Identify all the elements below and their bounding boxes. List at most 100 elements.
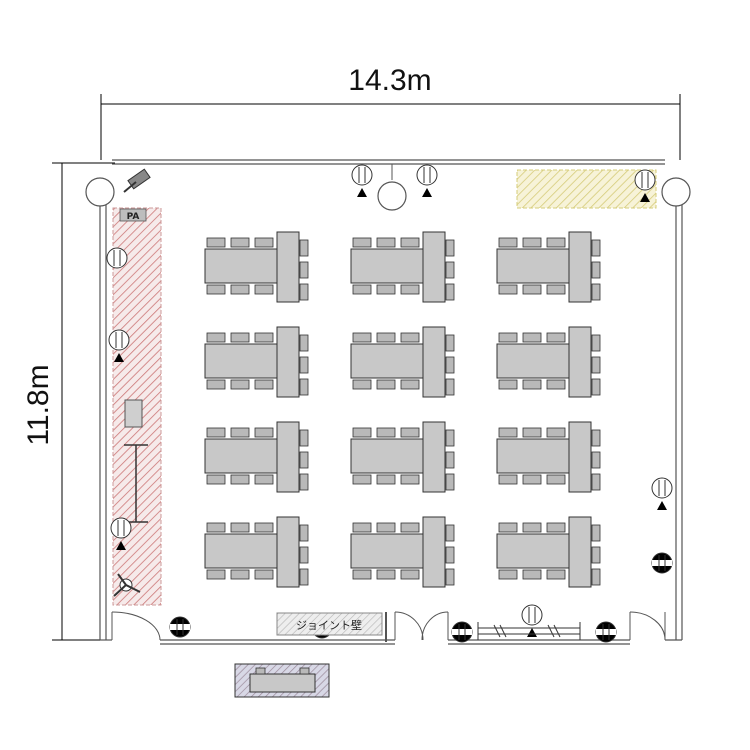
table-group: [350, 516, 455, 588]
chair: [591, 356, 601, 374]
triangle-marker-icon: [357, 188, 367, 197]
chair: [591, 283, 601, 301]
chair: [299, 378, 309, 396]
chair: [546, 569, 566, 580]
triangle-marker-icon: [116, 541, 126, 550]
table: [350, 438, 424, 474]
outlet-icon: [110, 517, 132, 550]
chair: [498, 474, 518, 485]
chair: [352, 569, 372, 580]
door-bottom-right: [629, 611, 666, 641]
triangle-marker-icon: [422, 188, 432, 197]
room-walls: [99, 159, 683, 645]
chair: [400, 474, 420, 485]
chair: [445, 378, 455, 396]
chair: [230, 569, 250, 580]
chair: [400, 427, 420, 438]
end-table: [422, 421, 446, 493]
outlet-icon: [416, 164, 438, 197]
width-label: 14.3m: [348, 64, 431, 97]
outlet-icon: [169, 616, 191, 638]
chair: [299, 568, 309, 586]
camera-icon: [123, 168, 151, 193]
end-table: [276, 516, 300, 588]
chair: [254, 474, 274, 485]
table: [496, 343, 570, 379]
table: [204, 438, 278, 474]
table-group: [350, 231, 455, 303]
width-dimension: 14.3m: [100, 64, 681, 160]
height-label: 11.8m: [22, 364, 55, 445]
chair: [206, 569, 226, 580]
outlet-icon: [351, 164, 373, 197]
table: [350, 248, 424, 284]
chair: [591, 568, 601, 586]
end-table: [568, 516, 592, 588]
outlet-icon: [108, 329, 130, 362]
outlet-markers: [106, 164, 673, 643]
chair: [445, 334, 455, 352]
chair: [206, 427, 226, 438]
column-top-center: [377, 164, 407, 211]
chair: [522, 332, 542, 343]
chair: [546, 284, 566, 295]
table: [496, 533, 570, 569]
chair: [206, 522, 226, 533]
corner-column-left: [85, 177, 115, 207]
chair: [206, 379, 226, 390]
triangle-marker-icon: [640, 193, 650, 202]
end-table: [568, 421, 592, 493]
corner-column-right: [661, 177, 691, 207]
chair: [522, 284, 542, 295]
table-group: [350, 421, 455, 493]
chair: [376, 237, 396, 248]
outlet-icon: [651, 552, 673, 574]
table: [204, 343, 278, 379]
chair: [445, 261, 455, 279]
end-table: [568, 231, 592, 303]
chair: [445, 524, 455, 542]
table: [204, 533, 278, 569]
chair: [522, 569, 542, 580]
chair: [522, 474, 542, 485]
table-group: [496, 326, 601, 398]
table-group: [496, 421, 601, 493]
chair: [352, 474, 372, 485]
chair: [591, 334, 601, 352]
chair: [230, 237, 250, 248]
floor-box: [234, 663, 330, 698]
chair: [352, 237, 372, 248]
chair: [376, 569, 396, 580]
chair: [400, 332, 420, 343]
chair: [299, 524, 309, 542]
end-table: [422, 516, 446, 588]
chair: [445, 473, 455, 491]
chair: [498, 379, 518, 390]
chair: [498, 569, 518, 580]
table: [350, 343, 424, 379]
chair: [546, 332, 566, 343]
chair: [522, 427, 542, 438]
pa-label: PA: [127, 212, 140, 222]
outlet-icon: [106, 247, 128, 269]
yellow-zone: [516, 169, 657, 209]
speaker-stand-icon: [113, 573, 141, 597]
chair: [546, 379, 566, 390]
chair: [352, 332, 372, 343]
chair: [206, 284, 226, 295]
chair: [591, 451, 601, 469]
outlet-icon: [521, 604, 543, 637]
rail-partition: [477, 622, 581, 640]
chair: [254, 569, 274, 580]
chair: [400, 379, 420, 390]
chair: [299, 283, 309, 301]
chair: [522, 522, 542, 533]
chair: [445, 546, 455, 564]
triangle-marker-icon: [527, 628, 537, 637]
chair: [546, 474, 566, 485]
chair: [230, 332, 250, 343]
chair: [230, 284, 250, 295]
table-group: [204, 421, 309, 493]
door-bottom-center: [394, 611, 449, 641]
